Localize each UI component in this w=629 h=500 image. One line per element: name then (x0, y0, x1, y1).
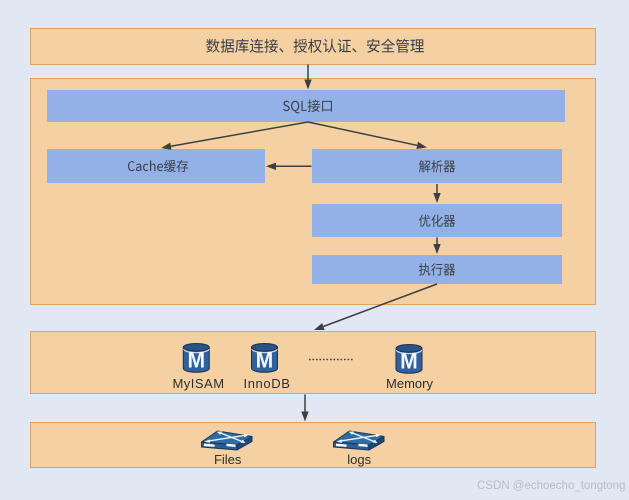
svg-text:M: M (187, 347, 205, 373)
svg-text:M: M (400, 348, 418, 374)
svg-text:M: M (256, 347, 274, 373)
